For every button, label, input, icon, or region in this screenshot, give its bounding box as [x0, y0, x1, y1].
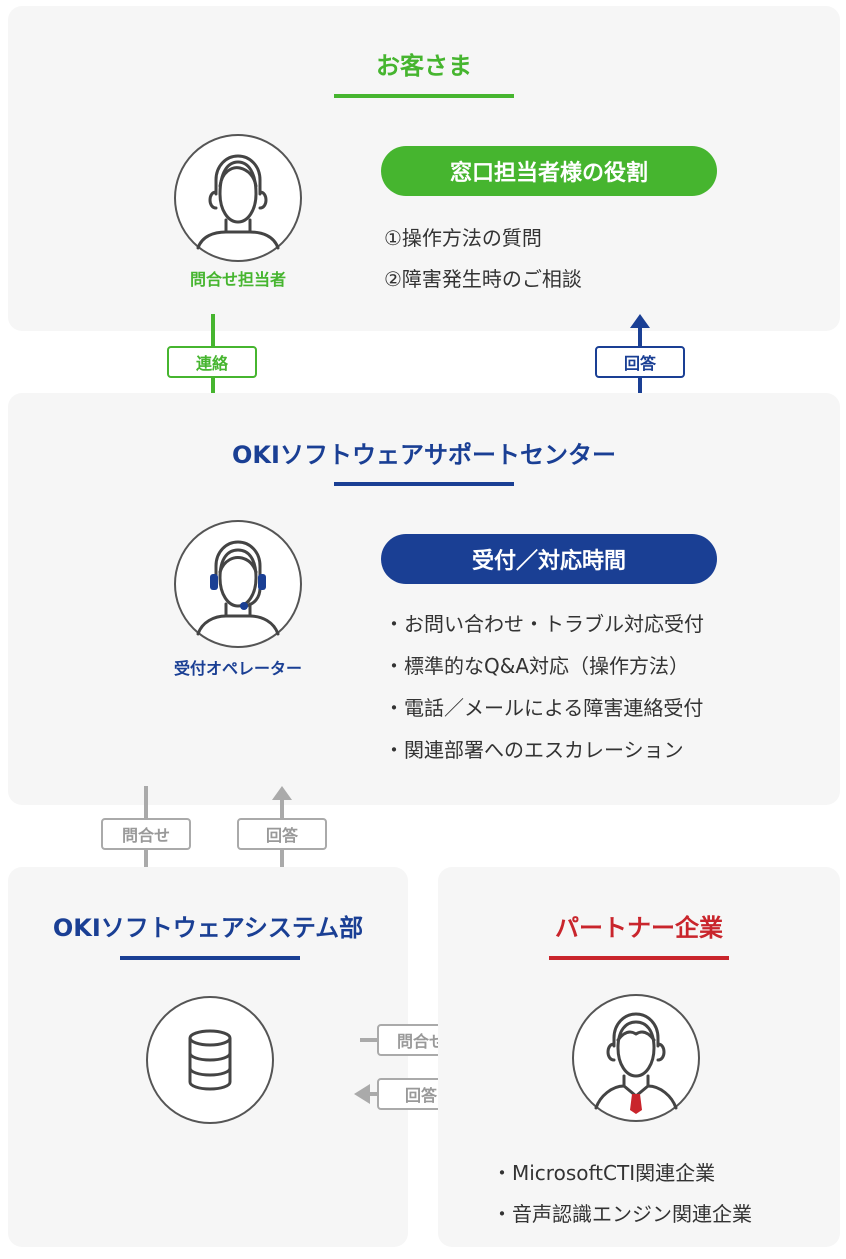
businessman-headset-icon [594, 1012, 678, 1114]
support-center-item: ・関連部署へのエスカレーション [384, 738, 684, 762]
database-avatar [146, 996, 274, 1124]
customer-role-item: ①操作方法の質問 [384, 226, 542, 250]
flow-mid-down-label: 問合せ [101, 818, 191, 850]
customer-title: お客さま [376, 52, 472, 80]
support-center-item: ・標準的なQ&A対応（操作方法） [384, 654, 690, 678]
operator-avatar [174, 520, 302, 648]
partner-title-underline [549, 956, 729, 960]
support-center-item: ・お問い合わせ・トラブル対応受付 [384, 612, 704, 636]
operator-headset-icon [196, 540, 280, 636]
partner-item: ・MicrosoftCTI関連企業 [492, 1161, 716, 1185]
customer-avatar [174, 134, 302, 262]
database-icon [188, 1029, 232, 1091]
support-center-title-underline [334, 482, 514, 486]
operator-avatar-caption: 受付オペレーター [173, 659, 302, 678]
customer-title-underline [334, 94, 514, 98]
partner-title: パートナー企業 [555, 914, 723, 942]
support-center-pill: 受付／対応時間 [381, 534, 717, 584]
system-dept-title: OKIソフトウェアシステム部 [52, 914, 364, 942]
flow-top-down-label: 連絡 [167, 346, 257, 378]
support-center-item: ・電話／メールによる障害連絡受付 [384, 696, 704, 720]
system-dept-title-underline [120, 956, 300, 960]
flow-top-up-label: 回答 [595, 346, 685, 378]
flow-mid-up-label: 回答 [237, 818, 327, 850]
partner-avatar [572, 994, 700, 1122]
headset-person-icon [196, 154, 280, 250]
partner-item: ・音声認識エンジン関連企業 [492, 1202, 752, 1226]
customer-role-pill: 窓口担当者様の役割 [381, 146, 717, 196]
customer-role-item: ②障害発生時のご相談 [384, 267, 582, 291]
support-center-title: OKIソフトウェアサポートセンター [232, 441, 616, 469]
support-center-panel [8, 393, 840, 805]
customer-avatar-caption: 問合せ担当者 [189, 270, 286, 289]
